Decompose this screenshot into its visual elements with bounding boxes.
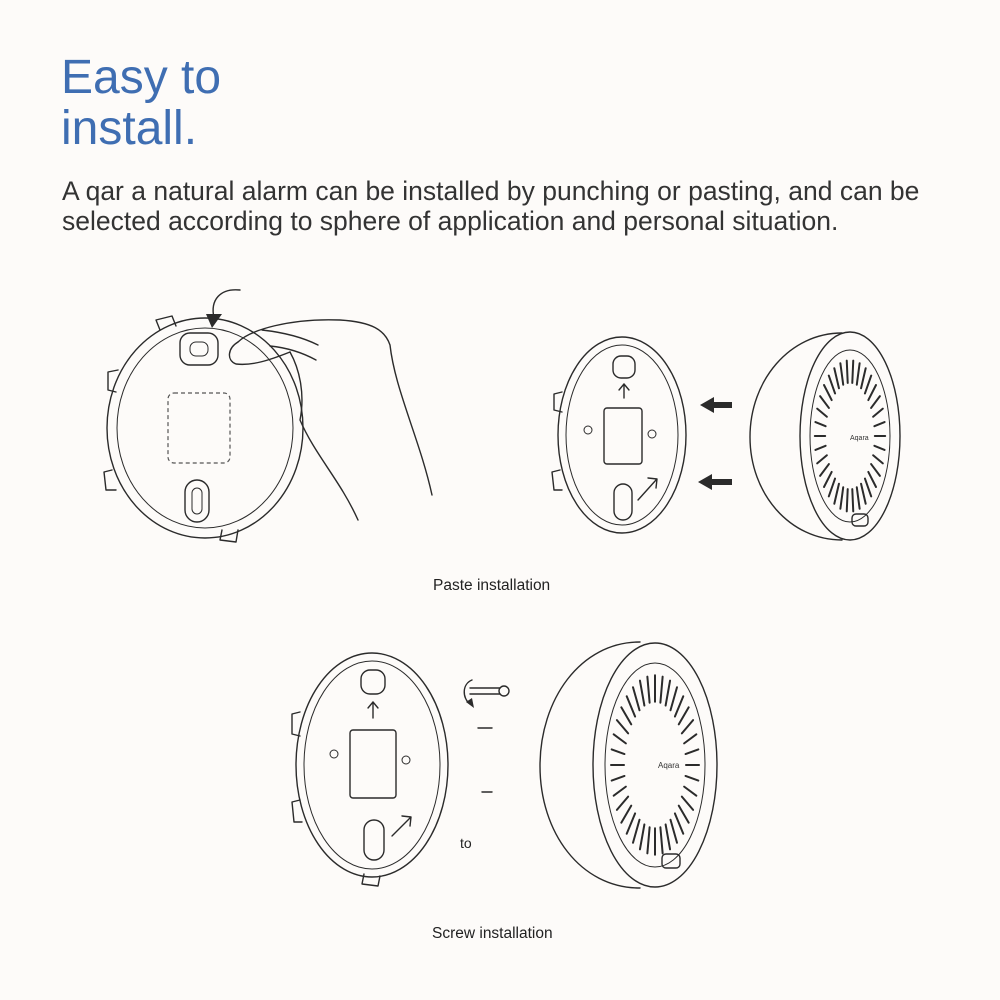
vent-slot [872, 407, 884, 418]
vent-slot [664, 823, 672, 851]
vent-slot [610, 774, 626, 782]
vent-slot [814, 444, 827, 451]
vent-slot [863, 477, 873, 498]
vent-slot [851, 488, 855, 513]
screw-installation-caption: Screw installation [432, 925, 553, 942]
vent-slot [638, 823, 646, 851]
vent-slot [851, 359, 855, 384]
vent-slot [873, 444, 886, 451]
vent-slot [860, 482, 867, 505]
vent-slot [620, 706, 633, 726]
vent-slot [816, 407, 828, 418]
vent-slot [612, 785, 627, 797]
screw-device-brand: Aqara [658, 761, 680, 770]
vent-slot [855, 486, 861, 510]
vent-slot [615, 795, 630, 811]
vent-slot [610, 748, 626, 756]
screw-plate-illustration [291, 652, 449, 887]
title-line-1: Easy to [61, 51, 222, 104]
vent-slot [814, 421, 827, 428]
vent-slot [625, 812, 637, 835]
left-arrow-icon [700, 397, 732, 413]
vent-slot [870, 395, 881, 409]
vent-slot [684, 748, 700, 756]
left-arrow-icon [698, 474, 732, 490]
vent-slot [839, 362, 845, 386]
vent-slot [819, 463, 830, 477]
vent-slot [638, 679, 646, 707]
vent-slot [646, 826, 651, 855]
vent-slot [833, 367, 840, 390]
vent-slot [680, 795, 695, 811]
paste-device-illustration [749, 331, 901, 541]
vent-slot [669, 686, 678, 712]
vent-slot [855, 362, 861, 386]
vent-slot [673, 695, 685, 718]
vent-slot [827, 477, 837, 498]
vent-slot [646, 675, 651, 704]
vent-slot [845, 488, 849, 513]
vent-slot [873, 421, 886, 428]
vent-slot [684, 774, 700, 782]
screw-device-illustration [539, 641, 718, 889]
vent-slot [680, 719, 695, 735]
vent-slot [673, 812, 685, 835]
page-title: Easy to install. [61, 52, 221, 154]
description-text: A qar a natural alarm can be installed b… [62, 176, 920, 236]
paste-device-brand: Aqara [850, 435, 869, 442]
vent-slot [867, 470, 878, 488]
vent-slot [615, 719, 630, 735]
vent-slot [664, 679, 672, 707]
vent-slot [632, 686, 641, 712]
vent-slot [863, 374, 873, 395]
vent-slot [816, 454, 828, 465]
vent-slot [659, 675, 664, 704]
vent-slot [819, 395, 830, 409]
vent-slot [833, 482, 840, 505]
vent-slot [872, 454, 884, 465]
vent-slot [625, 695, 637, 718]
vent-slot [632, 818, 641, 844]
paste-plate-front-illustration [551, 336, 687, 534]
vent-slot [669, 818, 678, 844]
paste-backplate-illustration [103, 315, 304, 543]
vent-slot [845, 359, 849, 384]
vent-slot [822, 384, 833, 402]
vent-slot [870, 463, 881, 477]
vent-slot [612, 733, 627, 745]
vent-slot [677, 706, 690, 726]
vent-slot [683, 785, 698, 797]
vent-slot [860, 367, 867, 390]
to-label: to [460, 835, 472, 851]
vent-slot [677, 804, 690, 824]
vent-slot [659, 826, 664, 855]
title-line-2: install. [61, 102, 198, 155]
screw-icon [463, 679, 510, 708]
hand-peel-icon [206, 289, 433, 521]
vent-slot [683, 733, 698, 745]
vent-slot [822, 470, 833, 488]
paste-installation-caption: Paste installation [433, 577, 551, 594]
vent-slot [620, 804, 633, 824]
vent-slot [867, 384, 878, 402]
vent-slot [827, 374, 837, 395]
vent-slot [839, 486, 845, 510]
